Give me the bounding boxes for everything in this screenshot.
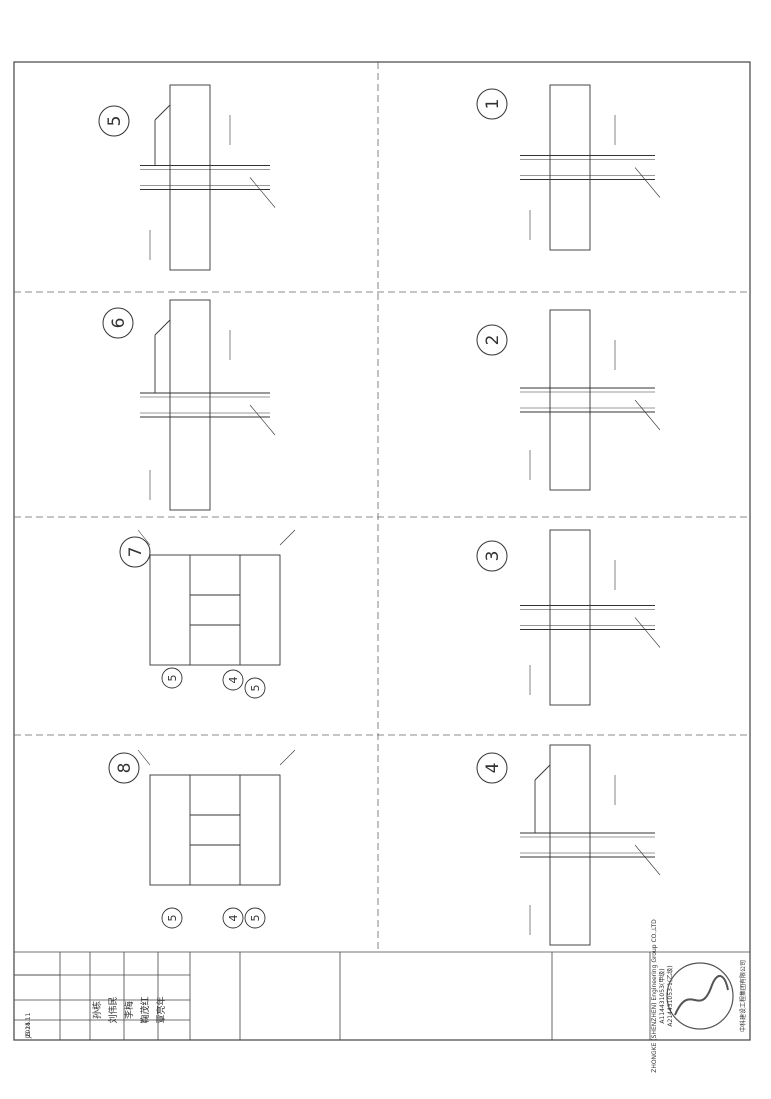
weld-callout-d8_c bbox=[244, 907, 266, 929]
detail-number-5: 5 bbox=[105, 116, 125, 127]
detail-callout-1 bbox=[476, 88, 508, 120]
weld-callout-d7_a bbox=[161, 667, 183, 689]
detail-drawing-5 bbox=[140, 84, 276, 271]
cert-line-1: A114431053(甲级) bbox=[658, 968, 666, 1023]
weld-number-d8_b: 4 bbox=[227, 915, 240, 922]
sheet-number: JG-15 bbox=[25, 1022, 32, 1039]
detail-number-7: 7 bbox=[126, 547, 146, 558]
detail-drawing-2 bbox=[520, 309, 661, 491]
weld-number-d7_a: 5 bbox=[166, 675, 179, 682]
weld-callout-d8_a bbox=[161, 907, 183, 929]
weld-number-d8_c: 5 bbox=[249, 915, 262, 922]
detail-callout-5 bbox=[98, 105, 130, 137]
detail-callout-7 bbox=[119, 536, 151, 568]
title-block bbox=[14, 951, 750, 1040]
detail-drawing-7 bbox=[137, 529, 296, 666]
detail-drawing-3 bbox=[520, 529, 661, 706]
signature-2: 刘伟民 bbox=[107, 996, 119, 1023]
detail-drawing-8 bbox=[137, 749, 296, 886]
detail-callout-4 bbox=[476, 752, 508, 784]
detail-number-3: 3 bbox=[483, 551, 503, 562]
drawing-date: 2024.11 bbox=[25, 1012, 32, 1037]
signature-4: 鞠茂红 bbox=[139, 996, 151, 1023]
detail-number-6: 6 bbox=[109, 318, 129, 329]
detail-number-8: 8 bbox=[115, 763, 135, 774]
weld-callout-d7_c bbox=[244, 677, 266, 699]
weld-number-d7_b: 4 bbox=[227, 677, 240, 684]
weld-number-d8_a: 5 bbox=[166, 915, 179, 922]
sheet-frame bbox=[13, 61, 751, 1041]
detail-drawing-1 bbox=[520, 84, 661, 251]
details-layer: 1 2 3 4 5 6 7 8 5 4 5 5 4 5 中科建设工程集团有限公司 ZHONGKE (SHENZ… bbox=[25, 84, 747, 1073]
weld-callout-d7_b bbox=[222, 669, 244, 691]
signature-5: 覃亮年 bbox=[155, 996, 167, 1023]
signature-1: 孙栋 bbox=[91, 1001, 103, 1019]
detail-grid bbox=[14, 62, 750, 952]
signature-3: 李梅 bbox=[123, 1001, 135, 1019]
detail-drawing-6 bbox=[140, 299, 276, 511]
detail-number-1: 1 bbox=[483, 99, 503, 110]
detail-callout-6 bbox=[102, 307, 134, 339]
detail-callout-2 bbox=[476, 324, 508, 356]
detail-callout-8 bbox=[108, 752, 140, 784]
detail-number-2: 2 bbox=[483, 335, 503, 346]
cert-line-2: A214431053-1(乙级) bbox=[666, 965, 674, 1026]
company-name-en: ZHONGKE (SHENZHEN) Engineering Group CO.… bbox=[651, 919, 658, 1073]
detail-callout-3 bbox=[476, 540, 508, 572]
weld-callout-d8_b bbox=[222, 907, 244, 929]
weld-number-d7_c: 5 bbox=[249, 685, 262, 692]
detail-number-4: 4 bbox=[483, 763, 503, 774]
detail-drawing-4 bbox=[520, 744, 661, 946]
company-name-cn: 中科建设工程集团有限公司 bbox=[739, 960, 747, 1032]
